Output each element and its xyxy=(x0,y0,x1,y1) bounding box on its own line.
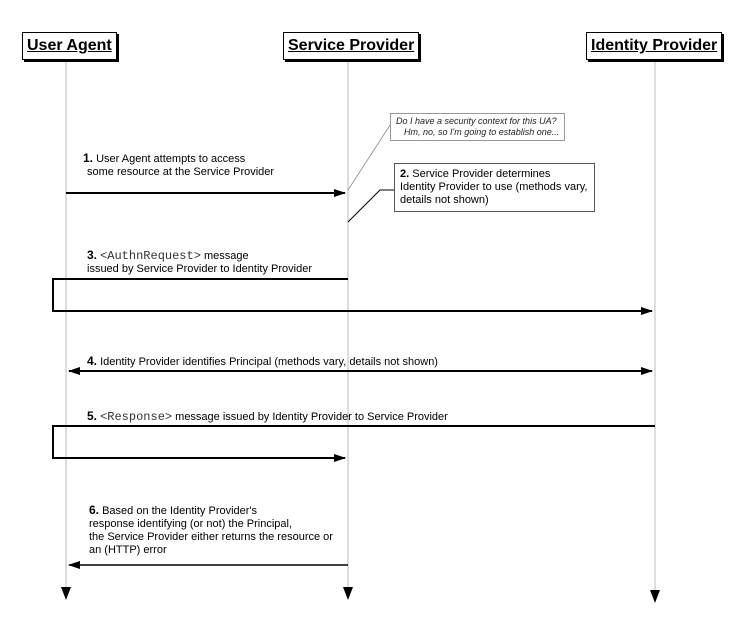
step1-number: 1. xyxy=(83,151,94,165)
step6-line1: Based on the Identity Provider's xyxy=(102,505,258,517)
step6-label: 6. Based on the Identity Provider's resp… xyxy=(89,504,333,557)
step5-label: 5. <Response> message issued by Identity… xyxy=(87,410,448,424)
actor-identity-provider: Identity Provider xyxy=(586,32,723,60)
actor-service-provider: Service Provider xyxy=(283,32,420,60)
note-security-context-line1: Do I have a security context for this UA… xyxy=(396,116,557,126)
note-determines-idp: 2. Service Provider determines Identity … xyxy=(394,163,595,212)
step3-line2: issued by Service Provider to Identity P… xyxy=(87,263,312,275)
user-agent-lifeline-end-arrow xyxy=(61,587,71,600)
step1-line2: some resource at the Service Provider xyxy=(87,166,275,178)
step3-label: 3. <AuthnRequest> message issued by Serv… xyxy=(87,249,312,276)
step1-label: 1. User Agent attempts to access some re… xyxy=(83,152,274,179)
step2-line3: details not shown) xyxy=(400,194,489,206)
step2-line1: Service Provider determines xyxy=(412,168,551,180)
step2-number: 2. xyxy=(400,168,410,180)
step5-code: <Response> xyxy=(100,410,173,424)
step3-arrow xyxy=(52,278,653,315)
step1-line1: User Agent attempts to access xyxy=(96,153,246,165)
note-security-context-line2: Hm, no, so I'm going to establish one... xyxy=(404,127,560,137)
step6-number: 6. xyxy=(89,503,100,517)
step4-label: 4. Identity Provider identifies Principa… xyxy=(87,355,438,369)
step4-number: 4. xyxy=(87,354,98,368)
step5-arrow xyxy=(52,425,655,462)
step6-line3: the Service Provider either returns the … xyxy=(89,531,333,543)
step5-text: message issued by Identity Provider to S… xyxy=(172,411,448,423)
step3-line1-rest: message xyxy=(200,250,249,262)
step3-code: <AuthnRequest> xyxy=(100,249,201,263)
note-determines-connector xyxy=(347,189,394,223)
step6-line2: response identifying (or not) the Princi… xyxy=(89,518,292,530)
note-question-connector xyxy=(347,121,393,191)
step4-text: Identity Provider identifies Principal (… xyxy=(100,356,438,368)
service-provider-lifeline-end-arrow xyxy=(343,587,353,600)
step5-number: 5. xyxy=(87,409,98,423)
step3-number: 3. xyxy=(87,248,98,262)
step2-line2: Identity Provider to use (methods vary, xyxy=(400,181,588,193)
actor-user-agent: User Agent xyxy=(22,32,117,60)
step6-line4: an (HTTP) error xyxy=(89,544,167,556)
identity-provider-lifeline-end-arrow xyxy=(650,590,660,603)
note-security-context: Do I have a security context for this UA… xyxy=(390,113,566,141)
